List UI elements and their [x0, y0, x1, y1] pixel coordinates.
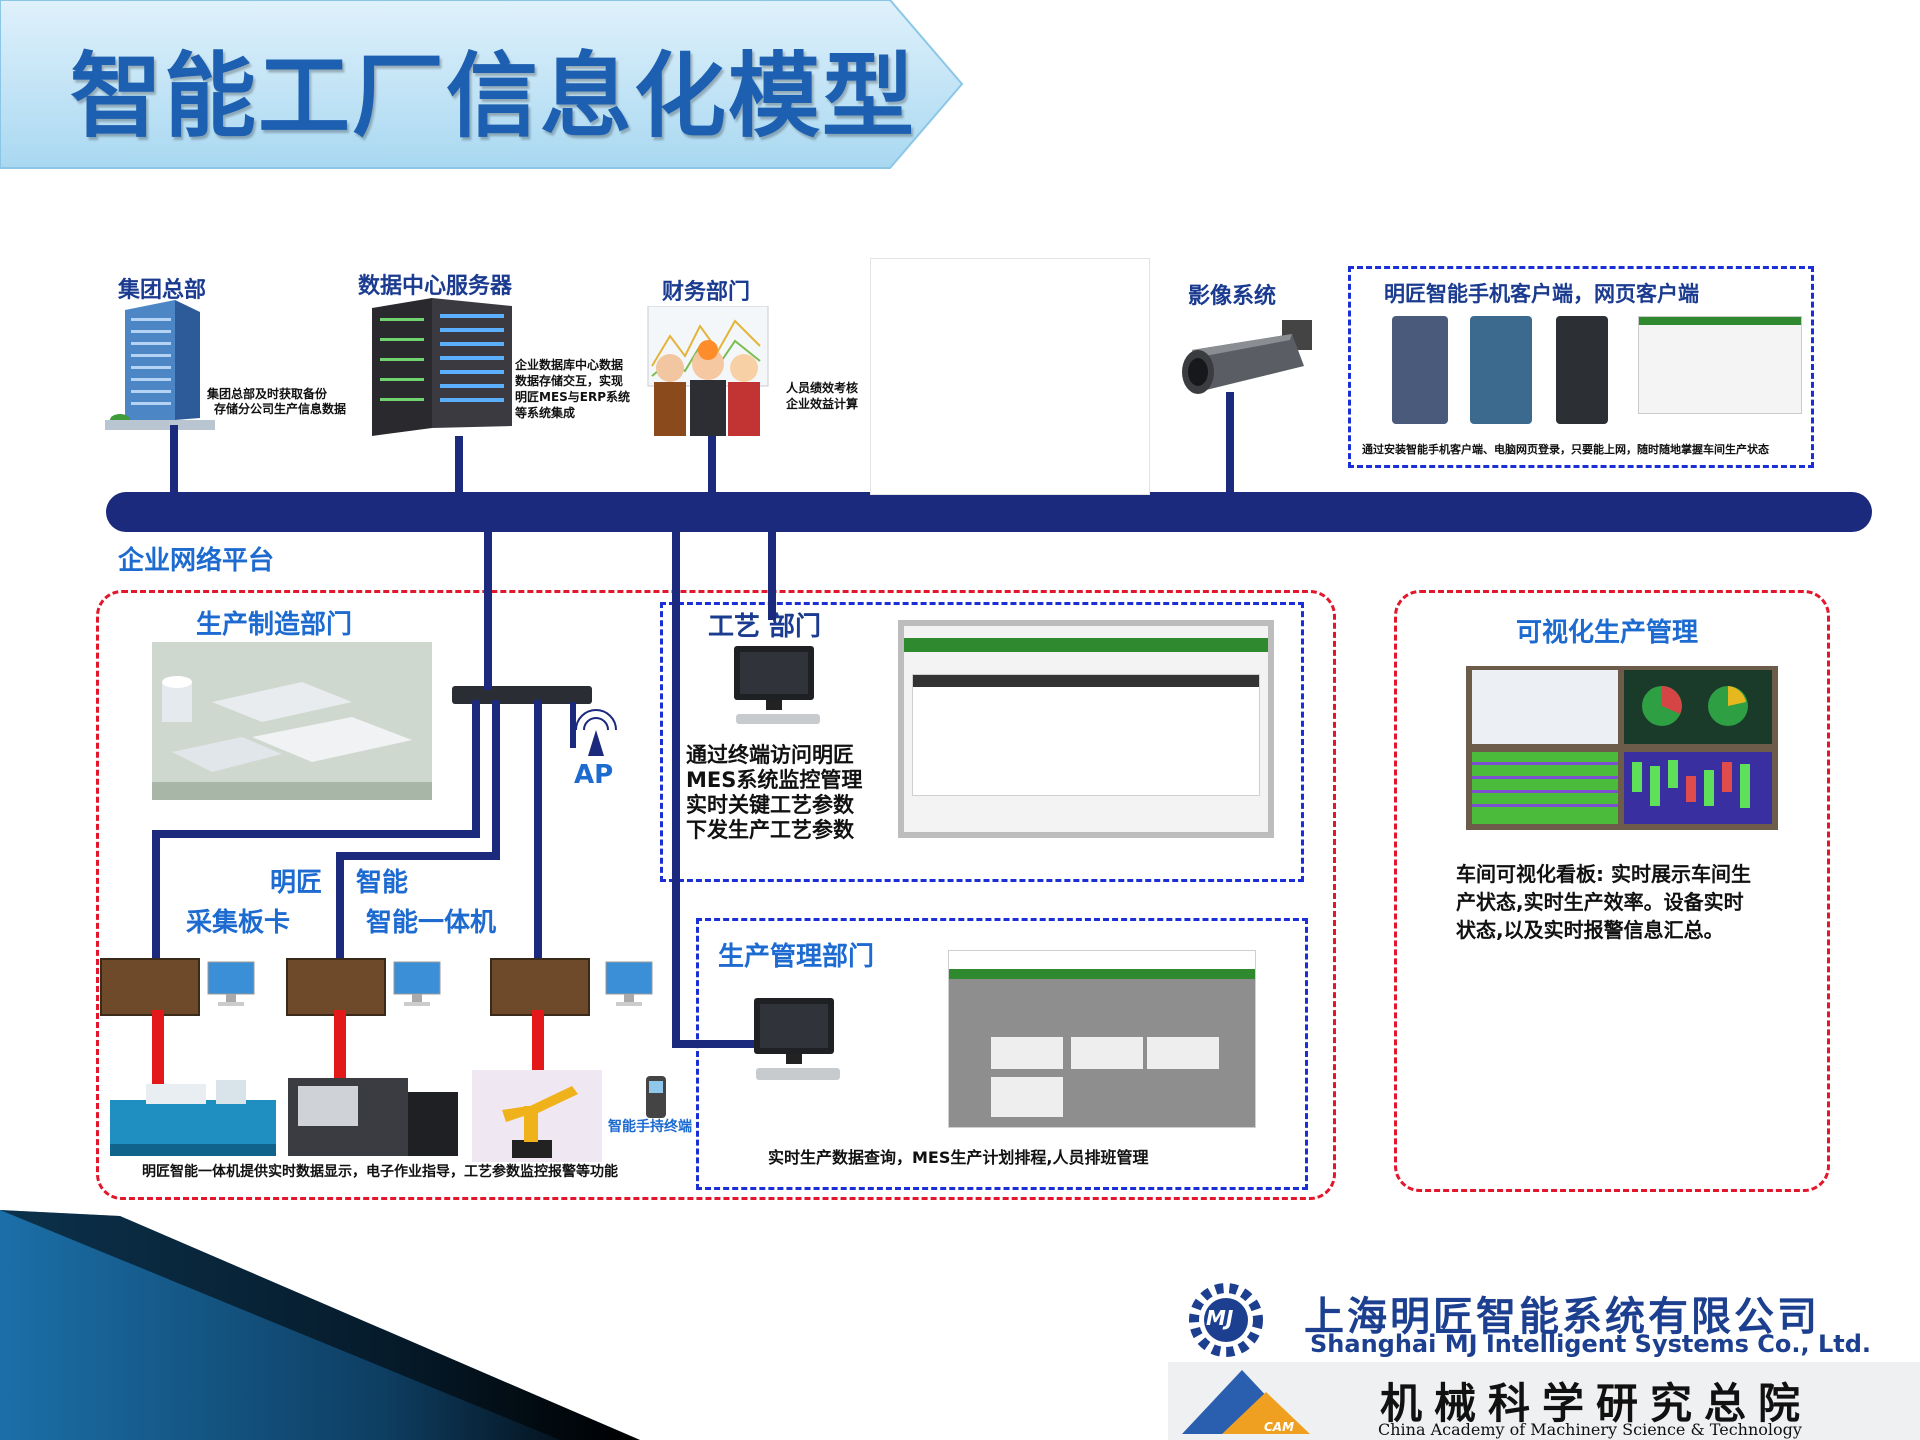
drop-1-vertical — [472, 700, 480, 836]
visual-note-3: 状态,以及实时报警信息汇总。 — [1456, 918, 1724, 942]
title-banner — [0, 0, 964, 169]
drop-3-vertical — [534, 700, 542, 962]
production-label: 生产制造部门 — [196, 610, 353, 640]
academy-name-en: China Academy of Machinery Science & Tec… — [1378, 1420, 1802, 1439]
company-name-en: Shanghai MJ Intelligent Systems Co., Ltd… — [1310, 1330, 1872, 1358]
visual-note-1: 车间可视化看板: 实时展示车间生 — [1456, 862, 1751, 886]
card-label-1: 明匠 — [270, 868, 323, 898]
finance-connector — [708, 436, 716, 496]
acquisition-board-1 — [100, 958, 200, 1016]
network-label: 企业网络平台 — [118, 546, 275, 576]
cam-logo-text: CAM — [1264, 1420, 1295, 1434]
mobile-note: 通过安装智能手机客户端、电脑网页登录，只要能上网，随时随地掌握车间生产状态 — [1362, 443, 1769, 456]
process-note-3: 实时关键工艺参数 — [686, 793, 854, 817]
video-label: 影像系统 — [1188, 284, 1277, 309]
drop-2-down — [336, 852, 344, 962]
enterprise-network-bus — [106, 492, 1872, 532]
drop-1-down — [152, 830, 160, 962]
process-label: 工艺 部门 — [708, 606, 822, 643]
finance-note-2: 企业效益计算 — [786, 397, 859, 411]
drop-2-horizontal — [336, 852, 500, 860]
hq-note-2: 存储分公司生产信息数据 — [214, 402, 347, 416]
red-link-3 — [532, 1010, 544, 1086]
mobile-client-box — [1348, 266, 1814, 468]
mgmt-connector — [672, 1040, 760, 1048]
visual-note-2: 产状态,实时生产效率。设备实时 — [1456, 890, 1744, 914]
production-region-box — [96, 590, 1336, 1200]
acquisition-board-3 — [490, 958, 590, 1016]
ap-label: AP — [574, 760, 614, 790]
mgmt-trunk — [672, 530, 680, 1046]
production-note: 明匠智能一体机提供实时数据显示，电子作业指导，工艺参数监控报警等功能 — [142, 1164, 618, 1180]
process-note-1: 通过终端访问明匠 — [686, 743, 854, 767]
visual-region-box — [1394, 590, 1830, 1192]
hq-note-1: 集团总部及时获取备份 — [207, 387, 328, 401]
process-computer-icon — [734, 646, 820, 724]
mgmt-computer-icon — [754, 998, 840, 1080]
visual-dashboard-image — [1466, 666, 1778, 830]
mgmt-mes-screen — [948, 950, 1256, 1128]
factory-aerial-icon — [152, 642, 432, 800]
company-name-cn: 上海明匠智能系统有限公司 — [1304, 1294, 1820, 1340]
ap-connector — [570, 702, 576, 748]
injection-molding-machine-icon — [110, 1080, 276, 1156]
wifi-ap-icon — [575, 709, 617, 756]
finance-note-1: 人员绩效考核 — [786, 381, 859, 395]
process-mes-screen — [898, 620, 1274, 838]
hq-connector — [170, 425, 178, 495]
datacenter-label: 数据中心服务器 — [358, 274, 513, 299]
red-link-2 — [334, 1010, 346, 1086]
web-client-screen — [1638, 316, 1802, 414]
handheld-label: 智能手持终端 — [608, 1119, 692, 1135]
datacenter-connector — [455, 436, 463, 496]
datacenter-note-2: 数据存储交互，实现 — [515, 374, 624, 388]
datacenter-note-3: 明匠MES与ERP系统 — [515, 390, 631, 404]
acquisition-board-2 — [286, 958, 386, 1016]
cam-logo-icon — [1182, 1370, 1310, 1434]
mgmt-note: 实时生产数据查询，MES生产计划排程,人员排班管理 — [768, 1148, 1149, 1167]
finance-people-icon — [647, 306, 769, 436]
monitor-icon-2 — [393, 961, 441, 1006]
decorative-wedge — [0, 1210, 640, 1440]
allinone-label-1: 智能 — [356, 868, 409, 898]
mj-logo-text: MJ — [1206, 1306, 1234, 1330]
monitor-icon-1 — [207, 961, 255, 1006]
security-camera-icon — [1182, 320, 1312, 394]
process-note-2: MES系统监控管理 — [686, 768, 863, 792]
cnc-lathe-icon — [288, 1078, 458, 1156]
mobile-label: 明匠智能手机客户端，网页客户端 — [1384, 282, 1699, 306]
allinone-label-2: 智能一体机 — [366, 908, 497, 938]
server-rack-icon — [372, 298, 512, 436]
card-label-2: 采集板卡 — [186, 908, 291, 938]
mj-gear-logo-icon — [1189, 1283, 1263, 1357]
process-note-4: 下发生产工艺参数 — [686, 818, 854, 842]
finance-label: 财务部门 — [662, 280, 751, 305]
production-trunk — [484, 530, 492, 690]
blank-panel — [870, 258, 1150, 495]
handheld-terminal-icon — [646, 1076, 666, 1118]
hq-label: 集团总部 — [118, 278, 207, 303]
office-building-icon — [105, 300, 215, 430]
network-switch-icon — [452, 686, 592, 704]
datacenter-note-1: 企业数据库中心数据 — [515, 358, 624, 372]
drop-2-vertical — [492, 700, 500, 860]
mgmt-dept-box — [696, 918, 1308, 1190]
process-dept-box — [660, 602, 1304, 882]
datacenter-note-4: 等系统集成 — [515, 406, 576, 420]
red-link-1 — [152, 1010, 164, 1086]
monitor-icon-3 — [605, 961, 653, 1006]
mgmt-label: 生产管理部门 — [718, 942, 875, 972]
video-connector — [1226, 392, 1234, 496]
phone-screen-2 — [1470, 316, 1532, 424]
visual-label: 可视化生产管理 — [1516, 618, 1699, 648]
phone-screen-1 — [1392, 316, 1448, 424]
industrial-robot-icon — [472, 1070, 602, 1162]
page-title: 智能工厂信息化模型 — [70, 43, 917, 150]
process-trunk — [768, 530, 776, 620]
drop-1-horizontal — [152, 830, 480, 838]
phone-screen-3 — [1556, 316, 1608, 424]
academy-name-cn: 机械科学研究总院 — [1380, 1379, 1813, 1428]
